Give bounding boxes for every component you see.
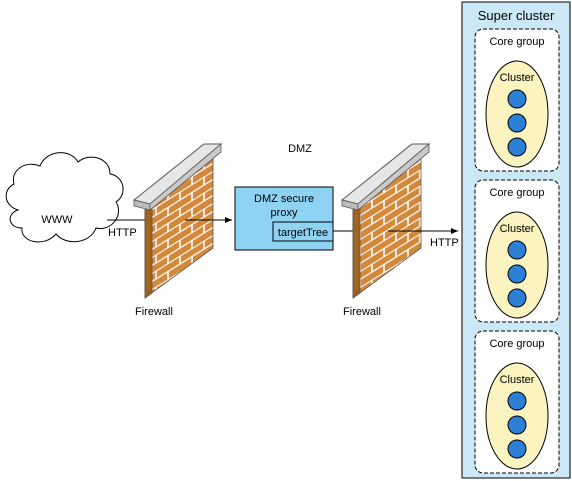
outbound-protocol-label: HTTP: [430, 237, 459, 249]
cluster-member-node: [507, 288, 527, 308]
routing-table-label: targetTree: [278, 227, 328, 239]
brick-wall-icon: [132, 143, 223, 299]
firewall-2-label: Firewall: [343, 306, 381, 318]
dmz-zone-label: DMZ: [288, 143, 312, 155]
cloud-icon: [5, 152, 124, 243]
cluster-label: Cluster: [500, 223, 535, 235]
super-cluster-title: Super cluster: [478, 8, 555, 23]
firewall-1-label: Firewall: [135, 306, 173, 318]
internet-cloud: WWW: [5, 152, 124, 243]
cluster-member-node: [507, 240, 527, 260]
proxy-label-line1: DMZ secure: [254, 193, 314, 205]
firewall-1: Firewall: [132, 143, 223, 318]
core-group-label: Core group: [489, 36, 544, 48]
cluster-member-node: [507, 391, 527, 411]
cluster-label: Cluster: [500, 72, 535, 84]
core-group-label: Core group: [489, 338, 544, 350]
cluster-member-node: [507, 137, 527, 157]
cluster-member-node: [507, 264, 527, 284]
dmz-secure-proxy: DMZ secure proxy targetTree: [234, 186, 334, 251]
proxy-label-line2: proxy: [271, 207, 298, 219]
cluster-member-node: [507, 439, 527, 459]
cluster-member-node: [507, 89, 527, 109]
internet-label: WWW: [41, 214, 73, 226]
brick-wall-icon: [340, 143, 431, 299]
core-group-label: Core group: [489, 187, 544, 199]
cluster-label: Cluster: [500, 374, 535, 386]
firewall-2: Firewall: [340, 143, 431, 318]
cluster-member-node: [507, 415, 527, 435]
cluster-member-node: [507, 113, 527, 133]
inbound-protocol-label: HTTP: [108, 227, 137, 239]
